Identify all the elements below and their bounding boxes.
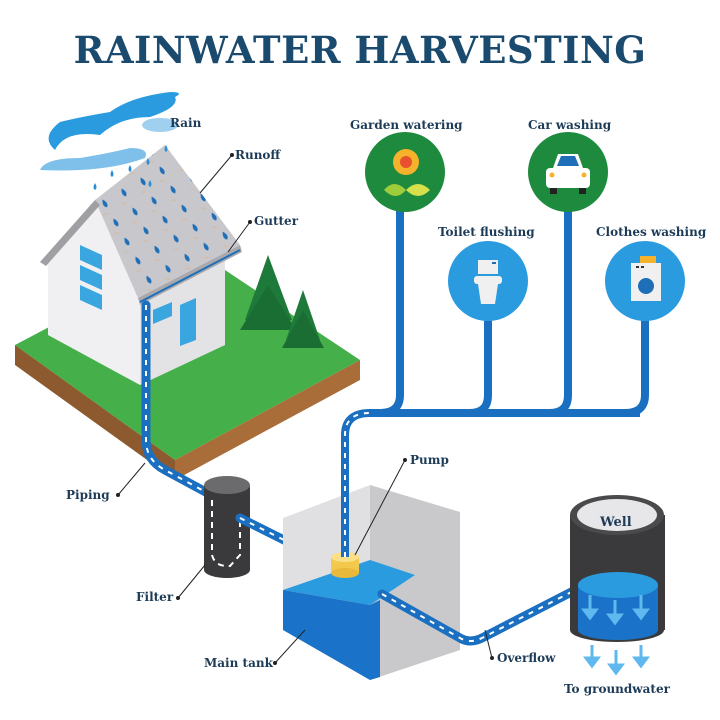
label-to-groundwater: To groundwater <box>564 682 670 696</box>
label-clothes-washing: Clothes washing <box>596 225 707 239</box>
label-filter: Filter <box>136 590 174 604</box>
label-toilet-flushing: Toilet flushing <box>438 225 535 239</box>
gutter <box>139 249 241 303</box>
label-gutter: Gutter <box>254 214 299 228</box>
well <box>570 495 665 676</box>
label-overflow: Overflow <box>497 651 556 665</box>
label-runoff: Runoff <box>235 148 281 162</box>
label-car-washing: Car washing <box>528 118 612 132</box>
main-tank <box>283 485 460 680</box>
house <box>40 145 242 385</box>
label-rain: Rain <box>170 116 202 130</box>
washing-machine-icon <box>605 241 685 321</box>
sunflower-icon <box>365 132 445 212</box>
leader-lines <box>116 153 494 665</box>
rain-drops <box>93 145 168 190</box>
distribution-pipes <box>341 210 649 557</box>
label-well: Well <box>600 515 632 530</box>
filter <box>204 476 250 578</box>
car-icon <box>528 132 608 212</box>
label-main-tank: Main tank <box>204 656 273 670</box>
piping <box>141 300 220 502</box>
tree-icon <box>240 255 324 348</box>
toilet-icon <box>448 241 528 321</box>
overflow-pipe <box>377 580 590 646</box>
label-garden-watering: Garden watering <box>350 118 463 132</box>
cloud-icon <box>40 92 179 171</box>
label-piping: Piping <box>66 488 110 502</box>
page-title: RAINWATER HARVESTING <box>73 28 647 72</box>
label-pump: Pump <box>410 453 449 467</box>
